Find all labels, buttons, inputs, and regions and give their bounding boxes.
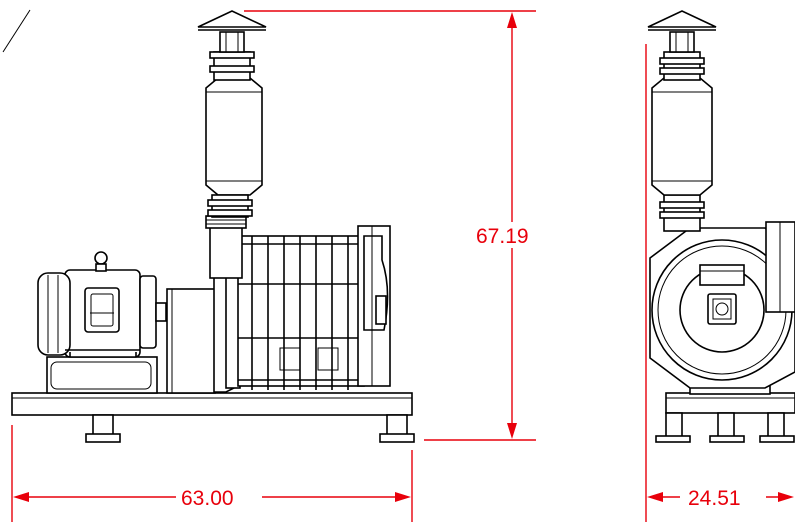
width-dimension-label: 24.51 [688,487,741,510]
inlet-pipe [205,215,247,279]
length-dimension-label: 63.00 [181,487,234,510]
construction-line [2,9,31,53]
height-dimension-label: 67.19 [476,225,529,248]
motor-mount [46,356,158,394]
rain-cap [197,10,267,81]
base-plate [11,392,413,416]
side-view [647,10,795,443]
outlet-housing [357,225,391,387]
cage-frame [237,235,365,390]
dimension-length: 63.00 [11,425,413,522]
base-feet [85,414,415,443]
coupling-guard [166,288,216,394]
side-silencer [647,10,717,232]
electric-motor [37,251,167,358]
front-view [11,10,415,443]
side-blower-casing [649,221,795,389]
side-base [665,392,795,414]
dimension-height: 67.19 [244,10,536,441]
side-feet [655,412,795,443]
silencer [205,77,263,218]
dimension-width: 24.51 [645,44,794,522]
